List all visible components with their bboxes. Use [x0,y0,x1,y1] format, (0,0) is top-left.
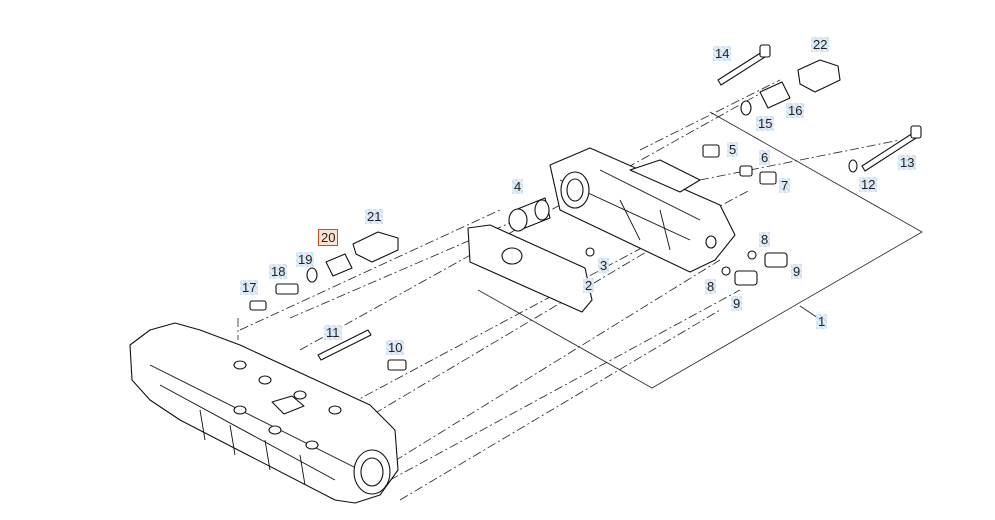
callout-part-21[interactable]: 21 [365,209,384,224]
callout-part-6[interactable]: 6 [759,150,771,165]
fitting-part-5 [702,144,720,158]
callout-part-11[interactable]: 11 [324,325,342,340]
callout-part-10[interactable]: 10 [386,340,405,355]
o-ring-part-3 [585,247,595,257]
valve-body [549,147,736,273]
callout-part-16[interactable]: 16 [786,103,805,118]
fitting-part-7 [759,171,777,185]
plug-part-4 [508,197,551,232]
bolt-part-10 [387,359,407,371]
callout-part-15[interactable]: 15 [756,116,775,131]
sensor-part-9b [734,270,758,286]
callout-part-12[interactable]: 12 [859,177,878,192]
o-ring-part-8a [747,250,757,260]
valve-housing [129,322,399,504]
callout-part-3[interactable]: 3 [598,258,610,273]
valve-part-20 [325,253,353,277]
connector-part-22 [797,59,841,93]
fitting-part-6 [739,165,753,177]
gasket [467,224,593,313]
callout-part-18[interactable]: 18 [269,264,288,279]
callout-part-8-lower[interactable]: 8 [705,279,717,294]
callout-part-7[interactable]: 7 [779,178,791,193]
callout-part-13[interactable]: 13 [898,155,917,170]
bolt-head-part-14 [759,44,771,58]
callout-part-9-lower[interactable]: 9 [731,296,743,311]
callout-part-1[interactable]: 1 [816,314,828,329]
callout-part-9-upper[interactable]: 9 [791,264,803,279]
washer-part-12 [848,159,858,173]
gasket-hole [501,247,523,265]
callout-part-22[interactable]: 22 [811,37,830,52]
callout-part-17[interactable]: 17 [240,280,259,295]
callout-part-20-selected[interactable]: 20 [317,229,339,246]
assembly-outline [477,111,923,389]
callout-part-4[interactable]: 4 [512,179,524,194]
explosion-lines [237,79,901,501]
callout-part-19[interactable]: 19 [296,252,315,267]
o-ring-part-19 [306,267,318,283]
leader-line-1 [799,305,819,319]
callout-part-14[interactable]: 14 [713,46,732,61]
sensor-part-9a [764,252,788,268]
bolt-head-part-13 [910,125,922,139]
bolt-part-18 [275,283,299,295]
o-ring-part-8b [721,266,731,276]
spring-part-17 [249,300,267,311]
callout-part-5[interactable]: 5 [727,142,739,157]
valve-part-16 [759,81,791,109]
callout-part-8-upper[interactable]: 8 [759,232,771,247]
washer-part-15 [740,100,752,116]
pin-part-11 [317,329,372,361]
connector-part-21 [352,231,399,263]
callout-part-2[interactable]: 2 [583,278,595,293]
